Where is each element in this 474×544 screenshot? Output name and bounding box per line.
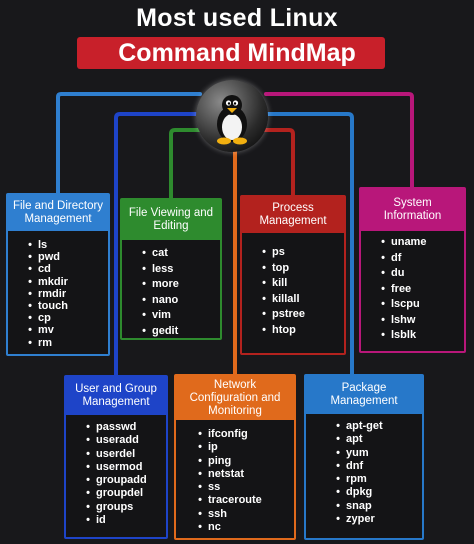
command-item: ls (18, 239, 108, 251)
command-item: apt (326, 433, 422, 446)
command-item: top (252, 261, 344, 277)
command-item: touch (18, 300, 108, 312)
command-item: pwd (18, 251, 108, 263)
command-list: ifconfigippingnetstatsstraceroutesshnc (176, 428, 294, 534)
command-item: gedit (132, 324, 220, 340)
command-item: passwd (76, 421, 166, 434)
connector-system (264, 92, 414, 189)
category-title: User and Group Management (66, 377, 166, 415)
command-item: cat (132, 246, 220, 262)
title-line-2: Command MindMap (118, 39, 356, 67)
command-item: lshw (371, 313, 464, 329)
command-item: zyper (326, 513, 422, 526)
command-list: catlessmorenanovimgedit (122, 246, 220, 339)
command-item: yum (326, 447, 422, 460)
category-title: System Information (361, 189, 464, 231)
category-system-information: System Informationunamedfdufreelscpulshw… (359, 187, 466, 353)
command-item: userdel (76, 448, 166, 461)
command-item: usermod (76, 461, 166, 474)
command-item: groupdel (76, 487, 166, 500)
category-title: Network Configuration and Monitoring (176, 376, 294, 420)
category-network-configuration-monitoring: Network Configuration and Monitoring ifco… (174, 374, 296, 540)
connector-process (250, 128, 295, 197)
connector-package (260, 112, 354, 376)
category-file-directory-management: File and Directory Management lspwdcdmkdi… (6, 193, 110, 356)
command-item: nano (132, 293, 220, 309)
command-item: useradd (76, 434, 166, 447)
command-item: id (76, 514, 166, 527)
command-item: rpm (326, 473, 422, 486)
command-item: lsblk (371, 328, 464, 344)
command-item: lscpu (371, 297, 464, 313)
command-list: lspwdcdmkdirrmdirtouchcpmvrm (8, 239, 108, 349)
connector-user-group (114, 112, 207, 377)
command-list: passwduseradduserdelusermodgroupaddgroup… (66, 421, 166, 527)
command-item: traceroute (188, 494, 294, 507)
command-item: uname (371, 235, 464, 251)
linux-penguin-icon (196, 80, 268, 152)
command-item: ip (188, 441, 294, 454)
command-item: killall (252, 292, 344, 308)
category-file-viewing-editing: File Viewing and Editing catlessmorenanov… (120, 198, 222, 340)
connector-file-dir (56, 92, 202, 195)
connector-file-view (169, 128, 217, 200)
command-item: pstree (252, 307, 344, 323)
category-title: File and Directory Management (8, 195, 108, 231)
category-user-group-management: User and Group Managementpasswduseraddus… (64, 375, 168, 539)
command-list: unamedfdufreelscpulshwlsblk (361, 235, 464, 344)
command-item: kill (252, 276, 344, 292)
command-item: more (132, 277, 220, 293)
command-item: du (371, 266, 464, 282)
command-item: netstat (188, 468, 294, 481)
command-item: mkdir (18, 276, 108, 288)
command-item: rmdir (18, 288, 108, 300)
command-item: df (371, 251, 464, 267)
command-item: mv (18, 324, 108, 336)
command-item: ifconfig (188, 428, 294, 441)
command-item: free (371, 282, 464, 298)
category-title: File Viewing and Editing (122, 200, 220, 240)
command-item: ss (188, 481, 294, 494)
command-item: nc (188, 521, 294, 534)
command-item: less (132, 262, 220, 278)
command-item: rm (18, 337, 108, 349)
command-list: apt-getaptyumdnfrpmdpkgsnapzyper (306, 420, 422, 526)
command-list: pstopkillkillallpstreehtop (242, 245, 344, 338)
command-item: snap (326, 500, 422, 513)
command-item: dpkg (326, 486, 422, 499)
category-title: Package Management (306, 376, 422, 414)
command-item: htop (252, 323, 344, 339)
command-item: dnf (326, 460, 422, 473)
title-line-1: Most used Linux (136, 4, 338, 32)
command-item: ps (252, 245, 344, 261)
command-item: groups (76, 501, 166, 514)
command-item: apt-get (326, 420, 422, 433)
command-item: cd (18, 263, 108, 275)
category-title: Process Management (242, 197, 344, 233)
category-process-management: Process Management pstopkillkillallpstree… (240, 195, 346, 355)
command-item: ping (188, 455, 294, 468)
title-banner (77, 37, 385, 69)
command-item: ssh (188, 508, 294, 521)
command-item: cp (18, 312, 108, 324)
category-package-management: Package Management apt-getaptyumdnfrpmdpk… (304, 374, 424, 540)
command-item: vim (132, 308, 220, 324)
command-item: groupadd (76, 474, 166, 487)
